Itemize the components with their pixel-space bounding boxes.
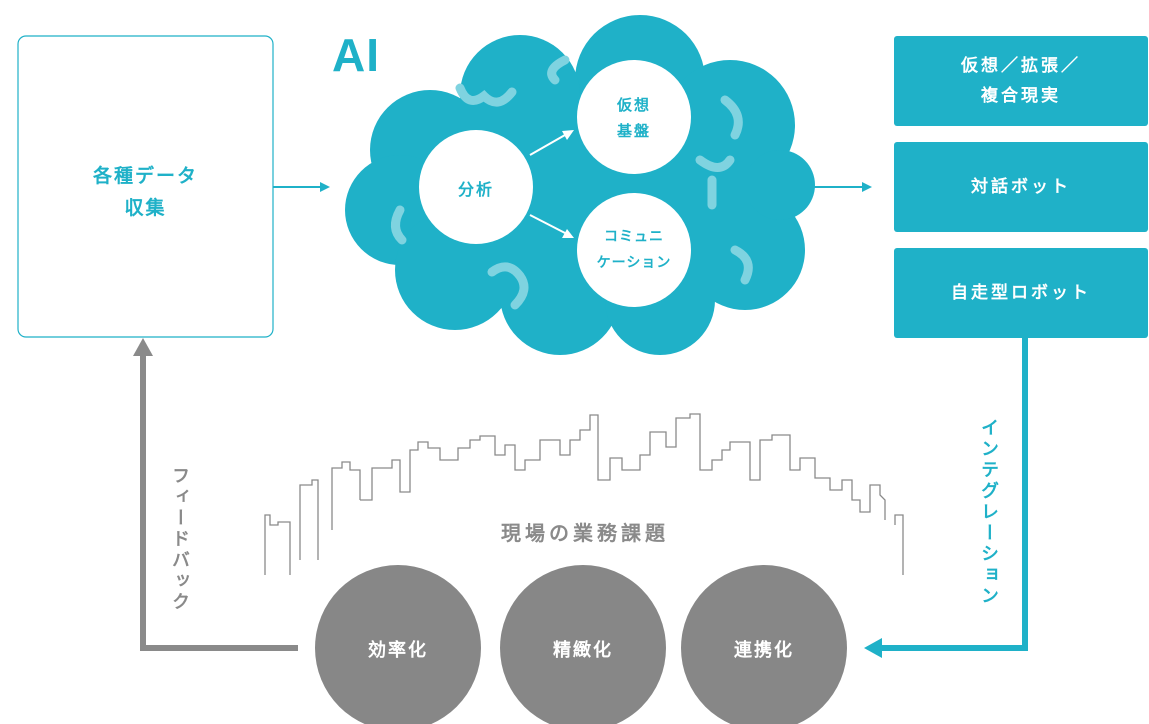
analysis-circle [419,130,533,244]
ai-title: AI [332,29,380,81]
data-collection-label: 各種データ 収集 [92,165,198,219]
city-skyline [264,413,904,575]
arrow-collection-to-ai [273,182,330,192]
output-label: 自走型ロボット [951,283,1091,303]
output-box-chatbot: 対話ボット [894,142,1148,232]
integration-arrow [864,338,1028,658]
feedback-label: フィードバック [169,466,190,613]
output-box-autonomous-robot: 自走型ロボット [894,248,1148,338]
result-label-precision: 精緻化 [553,640,613,661]
efficiency-circle [315,565,481,724]
field-issues-label: 現場の業務課題 [501,521,669,545]
coordination-circle [681,565,847,724]
output-label: 仮想／拡張／ 複合現実 [961,56,1081,106]
arrow-ai-to-outputs [785,182,872,192]
cloud-squiggles [391,55,753,310]
analysis-label: 分析 [457,180,494,199]
virtual-base-label: 仮想 基盤 [616,96,651,140]
communication-label: コミュニ ケーション [596,229,672,271]
output-label: 対話ボット [971,177,1071,197]
result-label-coordination: 連携化 [734,640,794,661]
feedback-arrow [133,338,298,651]
precision-circle [500,565,666,724]
virtual-base-circle [577,60,691,174]
output-box-virtual-reality: 仮想／拡張／ 複合現実 [894,36,1148,126]
communication-circle [577,193,691,307]
integration-label: インテグレーション [978,418,999,607]
arrow-analysis-to-virtual [529,130,574,156]
ai-cloud [345,15,815,355]
arrow-analysis-to-communication [529,214,574,238]
result-label-efficiency: 効率化 [368,640,428,661]
